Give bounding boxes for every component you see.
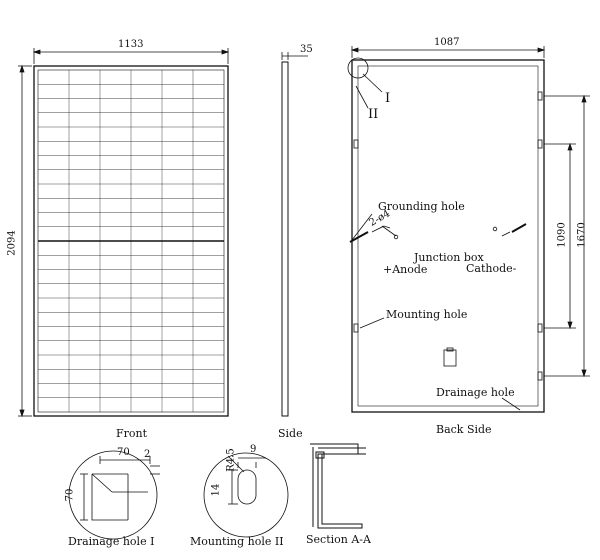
drainage-dim-70-h: 70 xyxy=(117,447,130,458)
detail-mounting xyxy=(203,452,289,538)
mounting-dim-14: 14 xyxy=(210,483,222,497)
mounting-detail-label: Mounting hole II xyxy=(190,535,284,548)
side-view xyxy=(281,52,308,417)
mounting-hole-label: Mounting hole xyxy=(386,308,468,321)
detail-drainage xyxy=(68,450,160,540)
mounting-dim-r45: R4.5 xyxy=(225,448,237,472)
side-label: Side xyxy=(278,427,303,440)
front-panel xyxy=(18,48,230,418)
side-thickness-dim: 35 xyxy=(300,44,313,55)
mounting-dim-9: 9 xyxy=(250,444,257,455)
drainage-detail-label: Drainage hole I xyxy=(68,535,155,548)
back-dim-1670: 1670 xyxy=(576,222,588,248)
drainage-hole-label: Drainage hole xyxy=(436,386,515,399)
front-label: Front xyxy=(116,427,148,440)
back-panel xyxy=(347,46,590,413)
front-width-dim: 1133 xyxy=(118,39,144,50)
drainage-dim-2: 2 xyxy=(144,449,151,460)
anode-label: +Anode xyxy=(383,263,428,276)
drainage-dim-70-v: 70 xyxy=(64,488,76,502)
detail-section xyxy=(310,443,366,529)
front-height-dim: 2094 xyxy=(6,230,18,256)
back-dim-1090: 1090 xyxy=(556,222,568,248)
section-detail-label: Section A-A xyxy=(306,533,371,546)
cathode-label: Cathode- xyxy=(466,262,517,275)
junction-box-label: Junction box xyxy=(414,251,484,264)
marker-I: I xyxy=(385,91,391,106)
grounding-hole-label: Grounding hole xyxy=(378,200,465,213)
marker-II: II xyxy=(368,107,379,122)
back-side-label: Back Side xyxy=(436,423,492,436)
back-width-dim: 1087 xyxy=(434,37,460,48)
